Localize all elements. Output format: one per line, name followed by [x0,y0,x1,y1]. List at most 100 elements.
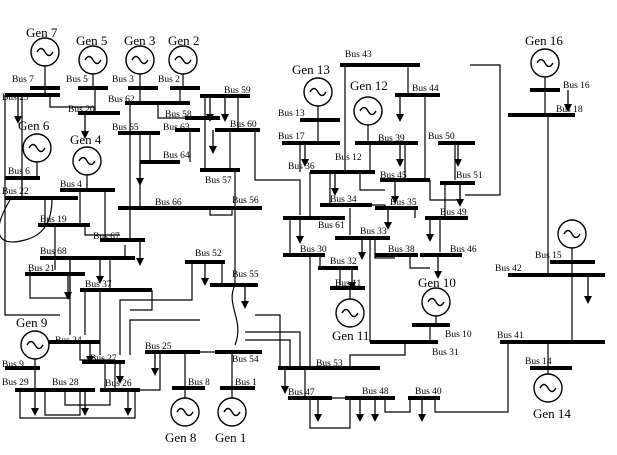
bus-label: Bus 50 [428,132,455,142]
bus-label: Bus 7 [12,75,34,85]
ac-generator-icon [533,368,563,403]
bus-label: Bus 30 [300,245,327,255]
bus-label: Bus 17 [278,132,305,142]
bus-label: Bus 9 [2,360,24,370]
line-b29-b28 [44,390,81,416]
bus-label: Bus 66 [155,198,182,208]
bus-label: Bus 60 [230,120,257,130]
gen-label: Gen 16 [525,33,563,48]
gen-label: Gen 13 [292,62,330,77]
bus-label: Bus 20 [68,105,95,115]
bus-label: Bus 11 [335,279,362,289]
line-b55-b54 [231,284,239,346]
ac-generator-icon [530,48,560,90]
gen-label: Gen 3 [124,33,155,48]
bus-labels: Bus 7 Bus 5 Bus 3 Bus 2 Bus 23 Bus 20 Bu… [2,50,590,398]
bus-label: Bus 45 [380,171,407,181]
bus-label: Bus 23 [2,93,29,103]
bus-label: Bus 24 [55,336,82,346]
generator-labels: Gen 7 Gen 5 Gen 3 Gen 2 Gen 6 Gen 4 Gen … [16,25,571,445]
line-b28-b26 [64,390,111,406]
bus-label: Bus 63 [163,123,190,133]
bus-label: Bus 12 [335,153,362,163]
bus-label: Bus 4 [60,180,82,190]
loads [14,90,592,422]
gen-label: Gen 4 [70,132,102,147]
line-b47-loop [309,398,351,429]
bus-label: Bus 26 [105,379,132,389]
bus-label: Bus 51 [456,171,483,181]
bus-label: Bus 58 [165,110,192,120]
gen-label: Gen 1 [215,430,246,445]
bus-label: Bus 37 [85,280,112,290]
gen-label: Gen 7 [26,25,58,40]
bus-label: Bus 54 [232,355,259,365]
bus-label: Bus 40 [415,387,442,397]
bus-label: Bus 65 [112,123,139,133]
ac-generator-icon [303,77,333,120]
transmission-lines [0,64,573,429]
line-b36-b45 [359,172,385,191]
bus-label: Bus 25 [145,342,172,352]
gen-label: Gen 6 [18,118,50,133]
bus-label: Bus 64 [163,151,190,161]
line-b23-b6 [4,95,60,316]
ac-generator-icon [170,388,200,427]
line-b26-b29 [19,390,136,419]
ac-generator-icon [22,133,52,178]
gen-label: Gen 5 [76,33,107,48]
gen-label: Gen 10 [418,275,456,290]
ac-generator-icon [217,388,247,427]
bus-label: Bus 59 [224,86,251,96]
line-b48-b40 [384,398,411,413]
line-b40-b41 [434,342,509,413]
line-b23-b20 [49,95,95,108]
bus-label: Bus 39 [378,134,405,144]
bus-label: Bus 56 [232,196,259,206]
bus-label: Bus 41 [497,331,524,341]
bus-label: Bus 62 [108,95,135,105]
bus-label: Bus 32 [330,257,357,267]
line-b27-b25 [129,319,200,355]
line-b19-b67 [84,225,120,236]
bus-label: Bus 27 [90,354,117,364]
bus-label: Bus 43 [345,50,372,60]
bus-label: Bus 46 [450,245,477,255]
line-b60-b36 [254,130,301,215]
ac-generator-icon [125,45,155,88]
bus-label: Bus 33 [360,227,387,237]
ac-generator-icon [72,146,102,190]
bus-label: Bus 19 [40,215,67,225]
line-b33-b38 [374,238,395,259]
bus-label: Bus 47 [288,388,315,398]
line-b52-b37 [119,262,193,355]
bus-label: Bus 10 [445,330,472,340]
ac-generator-icon [557,219,587,262]
bus-label: Bus 49 [440,208,467,218]
bus-label: Bus 2 [158,75,180,85]
bus-label: Bus 21 [28,264,55,274]
gen-label: Gen 14 [533,406,571,421]
line-b54-b53b [245,331,301,368]
gen-label: Gen 9 [16,315,47,330]
bus-label: Bus 5 [66,75,88,85]
bus-label: Bus 3 [112,75,134,85]
line-b37-b26 [130,290,153,311]
bus-label: Bus 36 [288,162,315,172]
bus-label: Bus 52 [195,249,222,259]
line-b31-b53 [349,342,406,368]
line-b38-b46 [409,255,430,269]
bus-label: Bus 67 [93,232,120,242]
bus-label: Bus 44 [412,84,439,94]
bus-label: Bus 42 [495,264,522,274]
bus-label: Bus 1 [235,378,257,388]
bus-label: Bus 16 [563,81,590,91]
line-b61-b53 [255,314,281,368]
bus-label: Bus 31 [432,348,459,358]
ac-generator-icon [78,45,108,88]
bus-label: Bus 18 [556,105,583,115]
ac-generator-icon [421,287,451,325]
line-b66-b56 [209,208,233,216]
gen-label: Gen 12 [350,78,388,93]
